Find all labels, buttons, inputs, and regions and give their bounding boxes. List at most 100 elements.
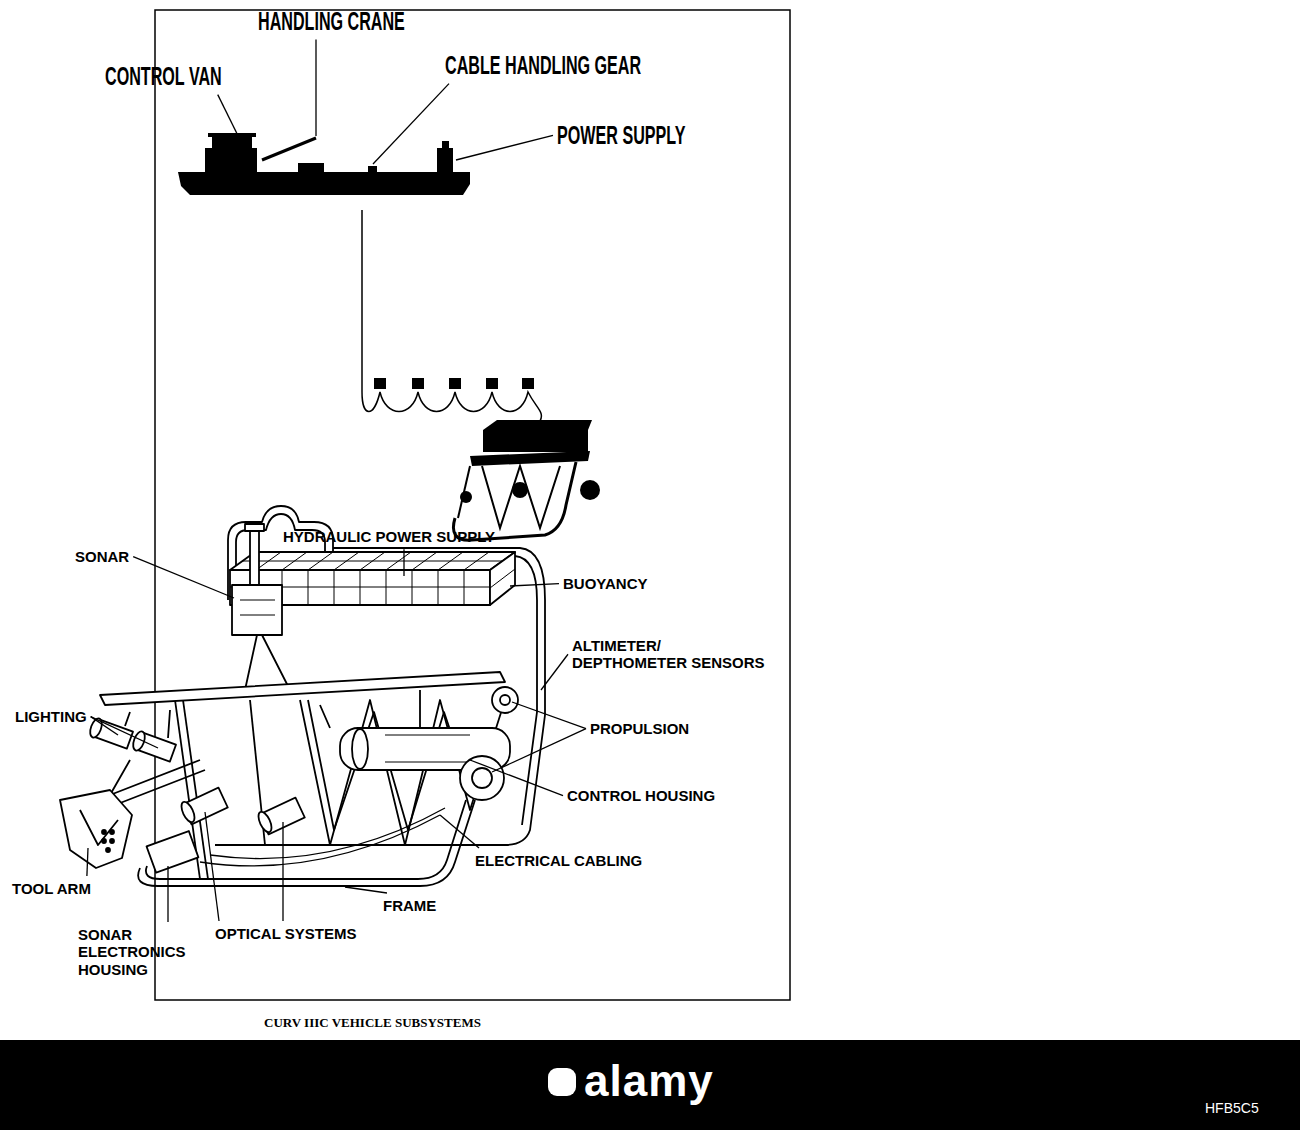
line-art	[102, 830, 106, 834]
line-art	[245, 524, 264, 531]
watermark-logo	[548, 1068, 576, 1096]
line-art	[352, 729, 368, 769]
cable-floats	[374, 378, 534, 389]
line-art	[208, 133, 256, 137]
part-label: HYDRAULIC POWER SUPPLY	[283, 528, 495, 545]
ship-part-label: CONTROL VAN	[105, 62, 222, 91]
ship-part-label: HANDLING CRANE	[258, 7, 405, 36]
line-art	[460, 756, 504, 800]
line-art	[106, 848, 110, 852]
part-label: ALTIMETER/ DEPTHOMETER SENSORS	[572, 637, 772, 672]
line-art	[320, 690, 420, 728]
line-art	[80, 810, 118, 845]
line-art	[437, 148, 453, 174]
line-art	[131, 730, 147, 752]
line-art	[256, 810, 274, 834]
leader-line	[373, 84, 449, 164]
leader-line	[541, 654, 568, 690]
part-label: CONTROL HOUSING	[567, 787, 715, 804]
line-art	[102, 839, 106, 843]
part-label: LIGHTING	[15, 708, 87, 725]
line-art	[100, 672, 505, 705]
figure-caption: CURV IIIC VEHICLE SUBSYSTEMS	[264, 1016, 481, 1031]
image-id: HFB5C5	[1205, 1100, 1259, 1116]
line-art	[483, 430, 588, 452]
line-art	[486, 378, 498, 389]
line-art	[60, 790, 132, 868]
line-art	[505, 650, 545, 845]
line-art	[500, 695, 510, 705]
line-art	[205, 148, 257, 174]
leader-line	[282, 822, 283, 921]
vehicle-drawing	[60, 506, 545, 886]
figure-frame	[155, 10, 790, 1000]
ship-silhouette	[178, 133, 470, 195]
leader-line	[91, 717, 158, 748]
line-art	[210, 808, 445, 859]
leader-line	[470, 760, 563, 796]
part-label: ELECTRICAL CABLING	[475, 852, 642, 869]
leader-line	[510, 584, 559, 586]
line-art	[138, 800, 475, 886]
line-art	[298, 163, 324, 173]
line-art	[262, 138, 316, 160]
line-art	[522, 650, 537, 825]
line-art	[368, 166, 377, 173]
line-art	[110, 760, 205, 805]
line-art	[512, 482, 528, 498]
line-art	[110, 830, 114, 834]
leader-line	[167, 866, 168, 922]
line-art	[482, 466, 560, 528]
line-art	[125, 710, 170, 738]
line-art	[232, 585, 282, 635]
leader-line	[205, 812, 219, 921]
line-art	[580, 480, 600, 500]
line-art	[492, 687, 518, 713]
line-art	[240, 600, 275, 615]
line-art	[110, 839, 114, 843]
leader-line	[218, 95, 250, 160]
ship-part-label: CABLE HANDLING GEAR	[445, 51, 641, 80]
leader-line	[440, 815, 479, 848]
tether-cable	[362, 210, 541, 421]
line-art	[242, 552, 502, 570]
part-label: SONAR	[75, 548, 129, 565]
leader-line	[403, 549, 404, 576]
line-art	[483, 420, 592, 430]
leader-line	[492, 729, 586, 772]
part-label: PROPULSION	[590, 720, 689, 737]
part-label: OPTICAL SYSTEMS	[215, 925, 356, 942]
line-art	[522, 378, 534, 389]
line-art	[470, 451, 590, 466]
line-art	[230, 552, 515, 570]
leader-line	[456, 135, 553, 160]
line-art	[449, 378, 461, 389]
line-art	[412, 378, 424, 389]
line-art	[179, 800, 197, 824]
line-art	[147, 831, 199, 873]
line-art	[212, 137, 252, 150]
leader-line	[133, 557, 234, 598]
watermark-bar	[0, 1040, 1300, 1130]
line-art	[385, 735, 470, 762]
leader-line	[345, 887, 387, 893]
part-label: TOOL ARM	[12, 880, 91, 897]
leader-line	[315, 40, 316, 136]
line-art	[442, 141, 449, 150]
leader-line	[512, 702, 586, 729]
line-art	[178, 172, 470, 195]
part-label: SONAR ELECTRONICS HOUSING	[78, 926, 196, 978]
leader-line	[91, 717, 118, 735]
line-art	[362, 210, 541, 421]
line-art	[374, 378, 386, 389]
line-art	[250, 530, 259, 585]
line-art	[472, 768, 492, 788]
ship-part-label: POWER SUPPLY	[557, 121, 685, 150]
part-label: FRAME	[383, 897, 436, 914]
watermark-text: alamy	[584, 1056, 714, 1107]
part-label: BUOYANCY	[563, 575, 647, 592]
line-art	[245, 635, 290, 690]
